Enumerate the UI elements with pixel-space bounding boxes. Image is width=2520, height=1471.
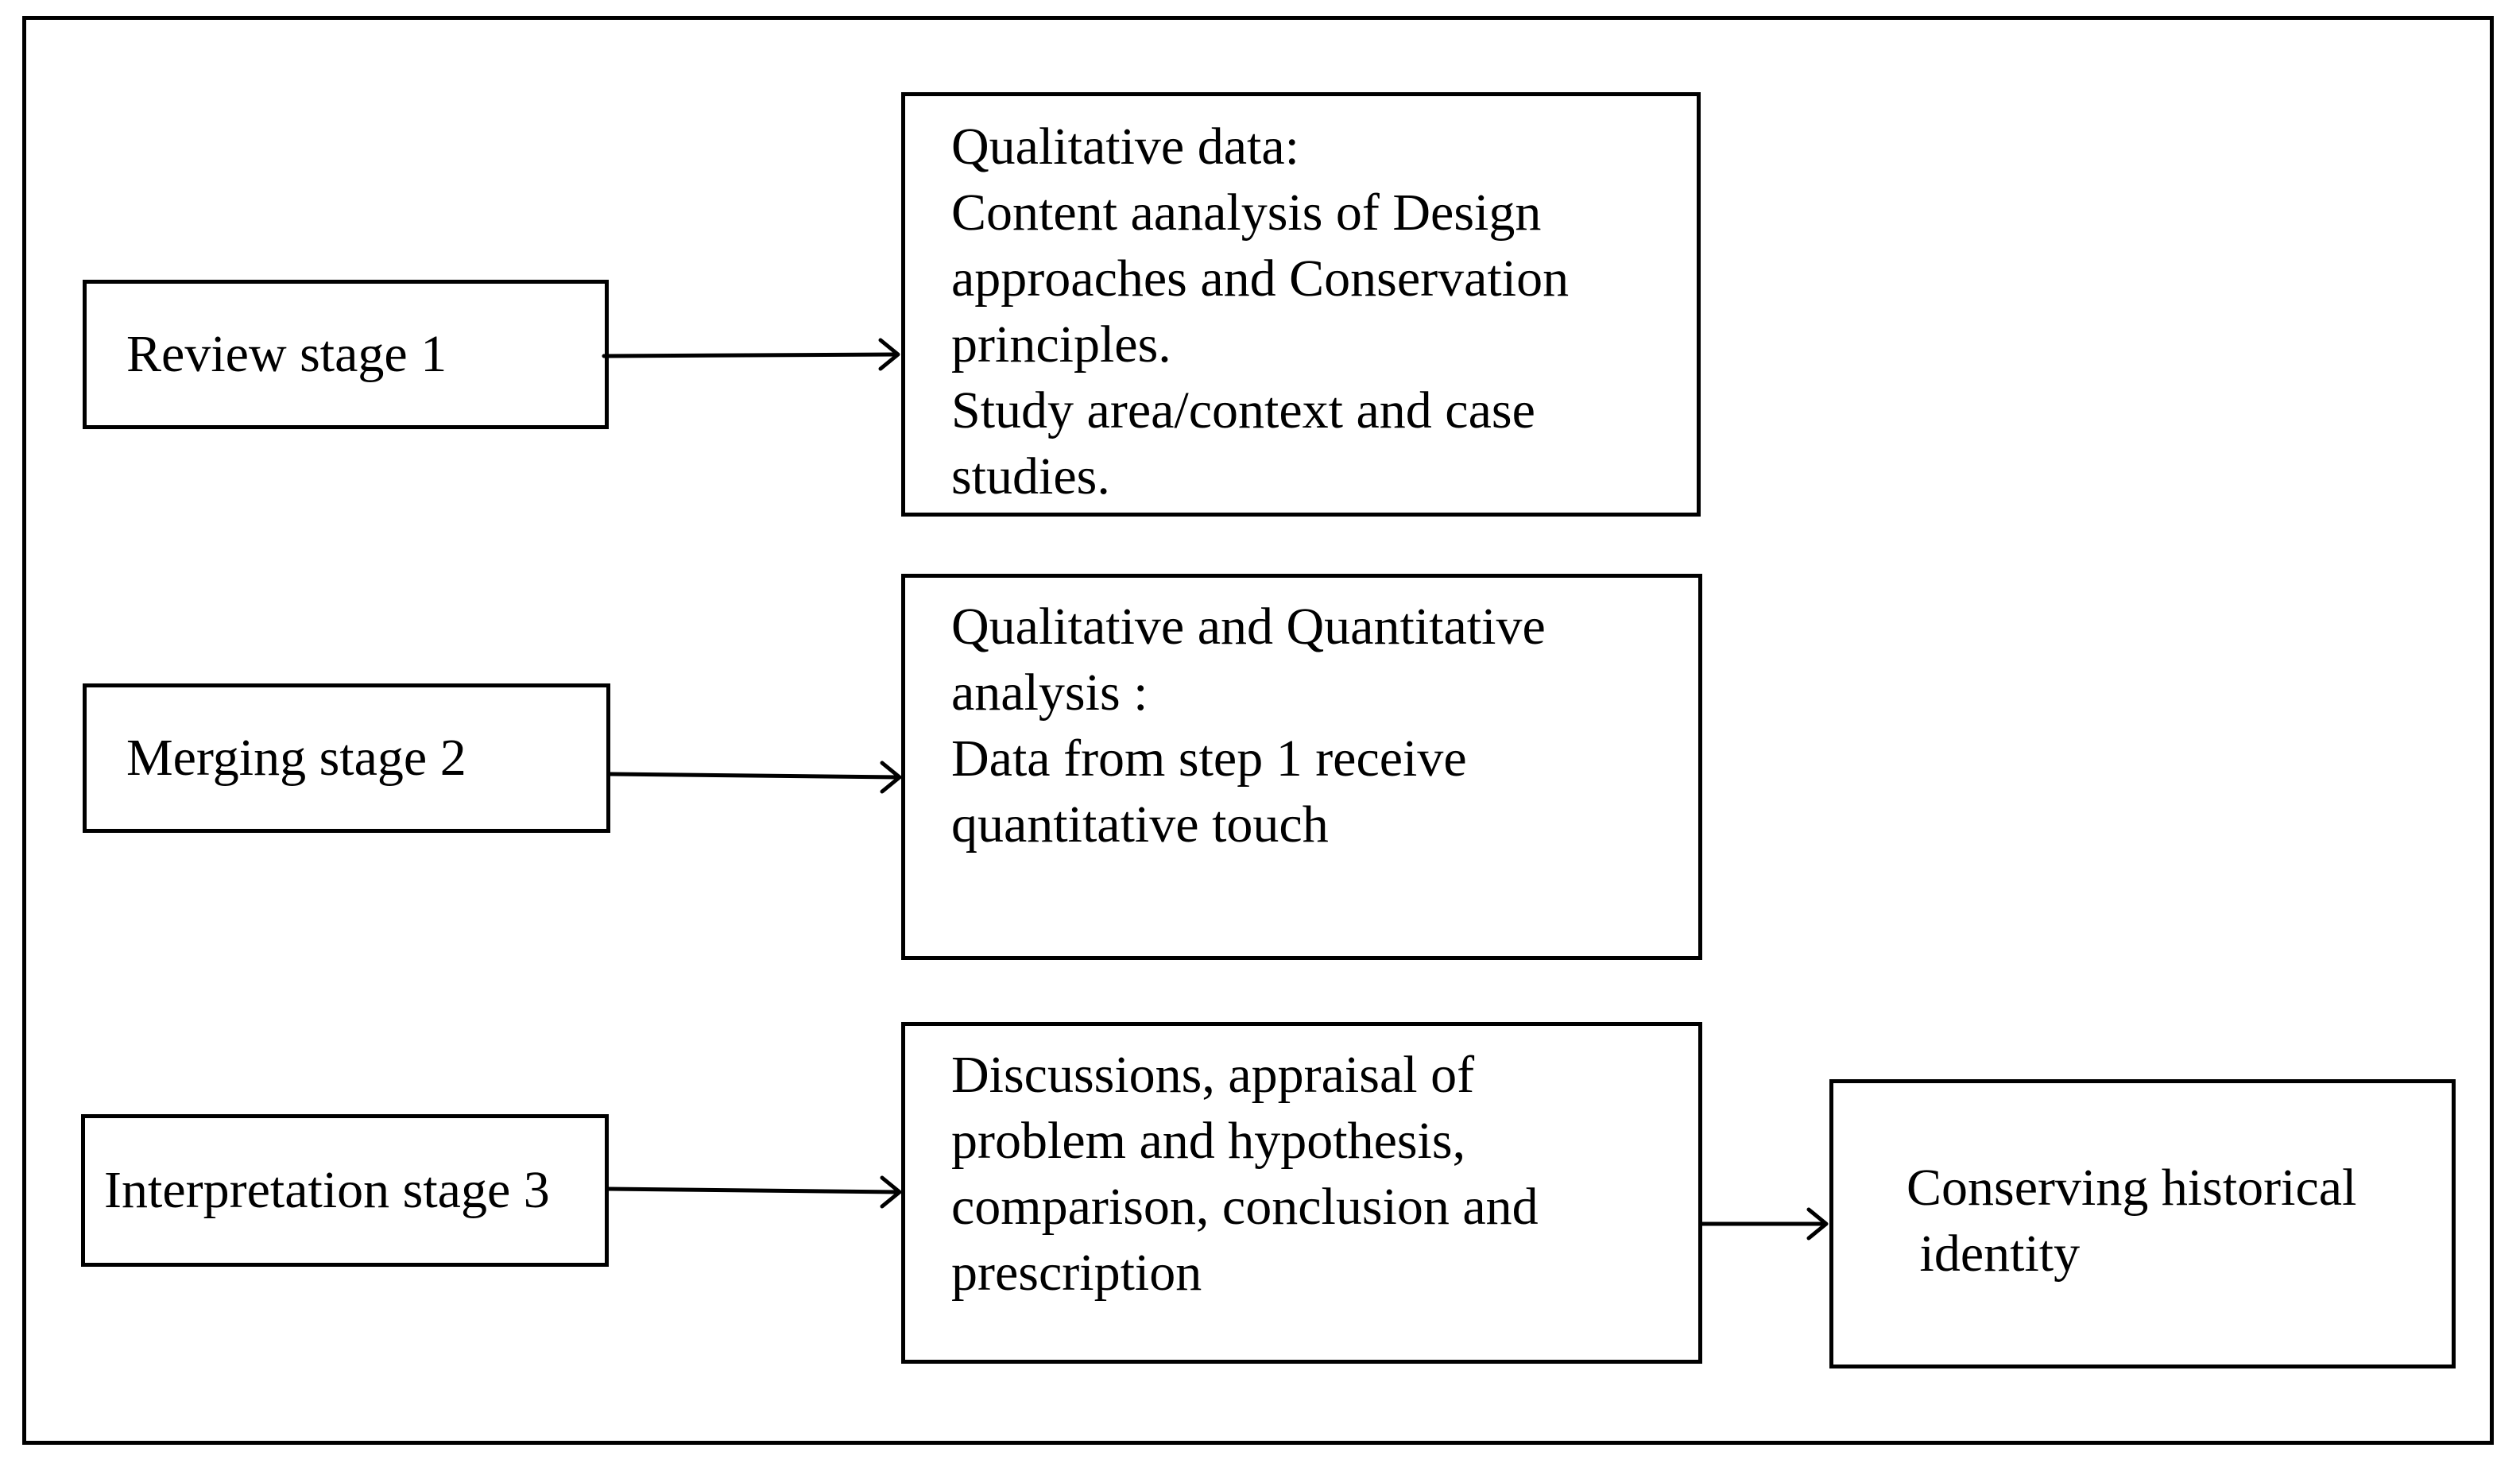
detail-line: Discussions, appraisal of: [951, 1046, 1475, 1104]
diagram-frame: [22, 16, 2494, 1445]
outcome-box: Conserving historical identity: [1829, 1079, 2456, 1368]
merging-stage-label: Merging stage 2: [126, 729, 466, 787]
review-stage-label: Review stage 1: [126, 325, 447, 383]
interpretation-stage-box: Interpretation stage 3: [81, 1114, 609, 1267]
review-stage-detail-box: Qualitative data: Content aanalysis of D…: [901, 92, 1701, 517]
merging-stage-detail-box: Qualitative and Quantitative analysis : …: [901, 574, 1702, 960]
detail-line: Study area/context and case: [951, 381, 1535, 439]
detail-line: problem and hypothesis,: [951, 1112, 1466, 1170]
detail-line: approaches and Conservation: [951, 250, 1570, 308]
detail-line: studies.: [951, 447, 1110, 505]
detail-line: comparison, conclusion and: [951, 1178, 1539, 1236]
detail-line: prescription: [951, 1244, 1202, 1302]
review-stage-box: Review stage 1: [83, 280, 609, 429]
merging-stage-box: Merging stage 2: [83, 683, 610, 833]
interpretation-stage-label: Interpretation stage 3: [104, 1161, 550, 1219]
outcome-line: Conserving historical: [1906, 1159, 2357, 1217]
detail-line: Qualitative data:: [951, 118, 1299, 176]
detail-line: quantitative touch: [951, 796, 1329, 854]
detail-line: principles.: [951, 315, 1171, 374]
detail-line: Data from step 1 receive: [951, 730, 1467, 788]
outcome-line: identity: [1906, 1225, 2081, 1283]
detail-line: Content aanalysis of Design: [951, 184, 1542, 242]
interpretation-stage-detail-box: Discussions, appraisal of problem and hy…: [901, 1022, 1702, 1364]
detail-line: analysis :: [951, 664, 1148, 722]
detail-line: Qualitative and Quantitative: [951, 598, 1546, 656]
